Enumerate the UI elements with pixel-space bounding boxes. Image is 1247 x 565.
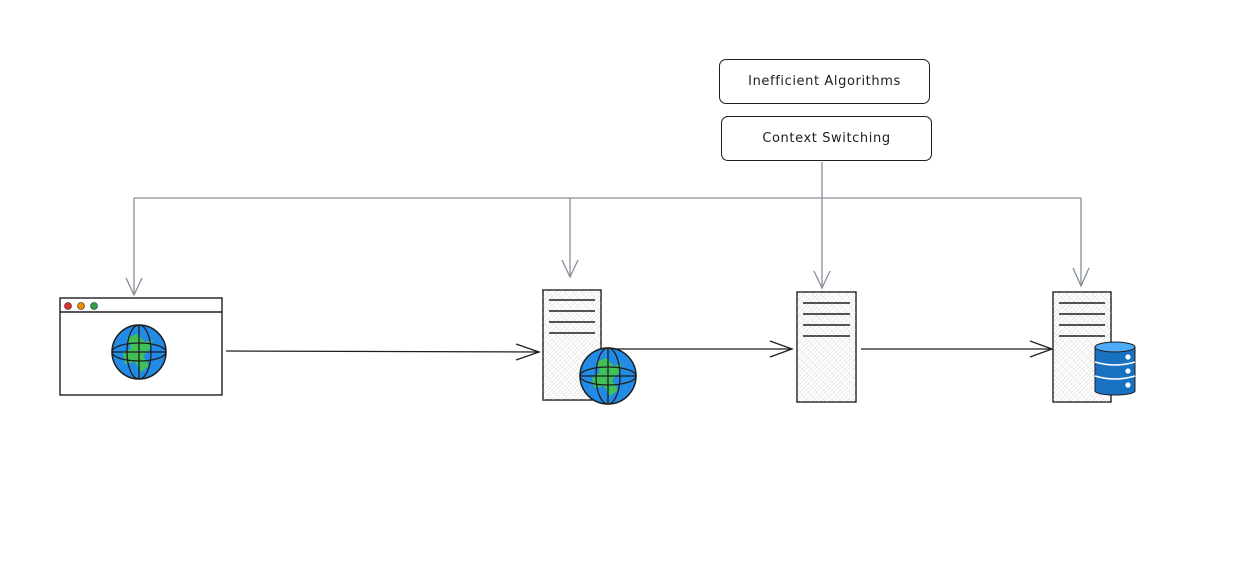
database-server-icon [1052, 291, 1136, 403]
arrowhead-app-server [813, 270, 831, 290]
context-switching-label: Context Switching [721, 116, 932, 161]
arrowhead-web-server [561, 259, 579, 279]
inefficient-algorithms-text: Inefficient Algorithms [748, 74, 901, 89]
connector-lines [125, 162, 1090, 297]
window-close-dot [64, 302, 72, 310]
app-server-icon [796, 291, 857, 403]
web-server-icon [542, 289, 637, 405]
globe-icon [111, 324, 167, 380]
arrowhead-db-server [1072, 267, 1090, 288]
context-switching-text: Context Switching [762, 131, 891, 146]
window-minimize-dot [77, 302, 85, 310]
flow-arrows [225, 340, 1054, 361]
globe-icon [579, 347, 637, 405]
window-maximize-dot [90, 302, 98, 310]
database-icon [1094, 341, 1136, 396]
arrow-browser-to-web [225, 350, 540, 353]
browser-window-icon [59, 297, 223, 396]
inefficient-algorithms-label: Inefficient Algorithms [719, 59, 930, 104]
arrowhead-browser [125, 277, 143, 297]
